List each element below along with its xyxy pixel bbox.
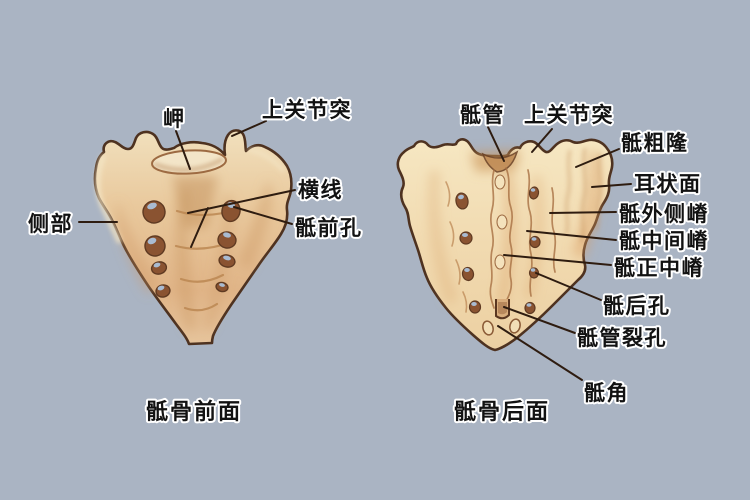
label-intermediate-sacral-crest: 骶中间嵴 bbox=[619, 229, 709, 253]
sacral-base-disc bbox=[151, 149, 227, 175]
label-transverse-lines: 横线 bbox=[298, 178, 343, 202]
label-auricular-surface: 耳状面 bbox=[634, 172, 702, 196]
caption-anterior-view: 骶骨前面 bbox=[146, 399, 242, 424]
label-lateral-sacral-crest: 骶外侧嵴 bbox=[619, 202, 709, 226]
leader-sacral-tuberosity bbox=[575, 148, 620, 168]
leader-median-crest bbox=[503, 254, 612, 266]
posterior-surface-cracks bbox=[445, 181, 468, 313]
label-superior-articular-process-left: 上关节突 bbox=[262, 98, 352, 122]
label-sacral-tuberosity: 骶粗隆 bbox=[621, 131, 689, 155]
sacrum-posterior-illustration bbox=[396, 138, 614, 352]
label-promontory: 岬 bbox=[163, 108, 186, 131]
label-anterior-sacral-foramen: 骶前孔 bbox=[295, 216, 363, 240]
transverse-line-4 bbox=[183, 302, 219, 312]
leader-sacral-cornu bbox=[497, 325, 583, 381]
posterior-foramina-glints bbox=[458, 188, 537, 307]
label-lateral-part: 侧部 bbox=[28, 212, 73, 236]
sacral-cornua bbox=[482, 318, 521, 336]
sacral-canal-opening bbox=[481, 150, 519, 173]
leader-sacral-canal bbox=[487, 126, 505, 162]
label-superior-articular-process-right: 上关节突 bbox=[524, 103, 614, 127]
transverse-line-3 bbox=[179, 273, 225, 283]
median-sacral-crest bbox=[489, 167, 513, 309]
leader-auricular-surface bbox=[591, 183, 632, 188]
leader-posterior-foramen bbox=[535, 272, 602, 301]
leader-sacral-hiatus bbox=[503, 306, 576, 334]
leader-superior-articular-process-left bbox=[231, 120, 267, 137]
leader-intermediate-crest bbox=[526, 230, 617, 241]
leader-superior-articular-process-right bbox=[531, 128, 553, 153]
leader-transverse-lines bbox=[187, 189, 296, 214]
label-sacral-hiatus: 骶管裂孔 bbox=[577, 326, 667, 350]
label-median-sacral-crest: 骶正中嵴 bbox=[614, 256, 704, 280]
leader-lines bbox=[78, 120, 632, 381]
leader-anterior-foramen bbox=[233, 206, 293, 225]
sacral-hiatus bbox=[495, 299, 510, 320]
label-posterior-sacral-foramen: 骶后孔 bbox=[603, 295, 671, 318]
anterior-sacral-foramina bbox=[142, 199, 241, 298]
labels: 岬 上关节突 横线 骶前孔 侧部 骶管 上关节突 骶粗隆 耳状面 骶外侧嵴 骶中… bbox=[26, 96, 710, 426]
leader-promontory bbox=[175, 130, 191, 170]
label-sacral-cornu: 骶角 bbox=[584, 381, 629, 405]
anterior-shading bbox=[116, 176, 272, 330]
caption-posterior-view: 骶骨后面 bbox=[454, 399, 550, 424]
leader-lateral-crest bbox=[549, 211, 617, 214]
sacrum-anterior-illustration bbox=[93, 129, 293, 346]
label-sacral-canal: 骶管 bbox=[460, 103, 505, 127]
leader-transverse-lines-branch bbox=[190, 207, 209, 248]
